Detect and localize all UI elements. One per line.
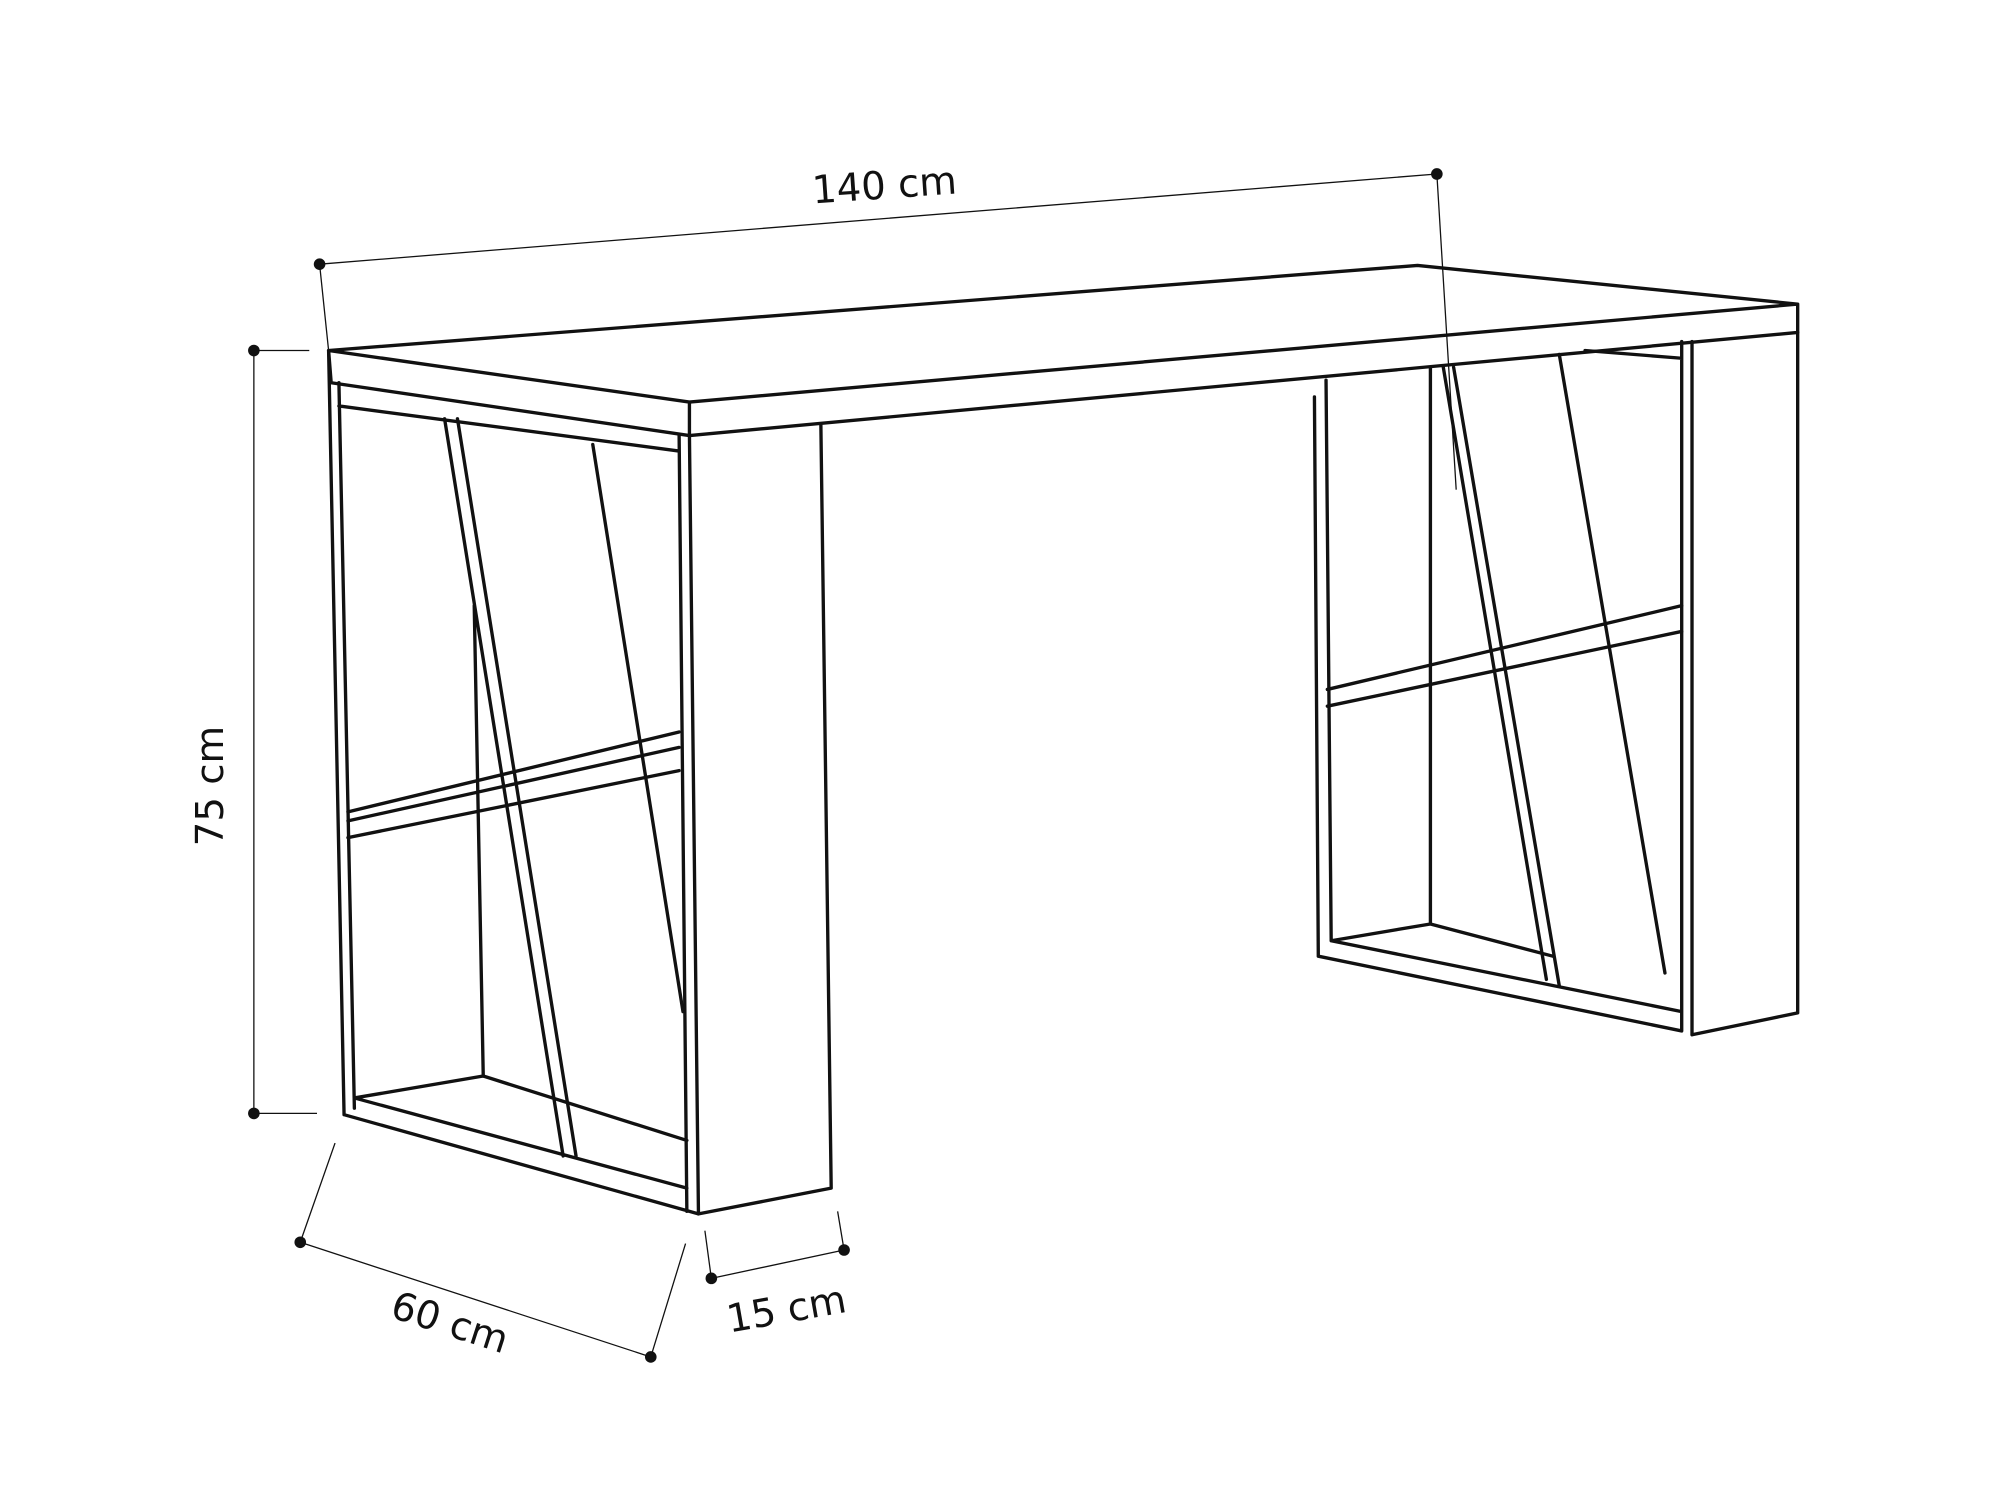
dimension-height: 75 cm [188,344,318,1120]
dimension-leg-thickness: 15 cm [704,1211,850,1342]
dimension-depth: 60 cm [294,1142,687,1363]
right-leg-dividers [1325,352,1684,988]
right-leg-frame [1312,330,1800,1037]
leg-thickness-label: 15 cm [723,1277,849,1342]
left-leg-dividers [346,417,685,1158]
height-label: 75 cm [188,726,233,846]
desk-top [326,263,1800,438]
depth-label: 60 cm [386,1283,514,1363]
dimension-width: 140 cm [313,158,1457,490]
desk-drawing [326,263,1800,1216]
width-label: 140 cm [811,158,959,213]
left-leg-frame [326,348,833,1216]
